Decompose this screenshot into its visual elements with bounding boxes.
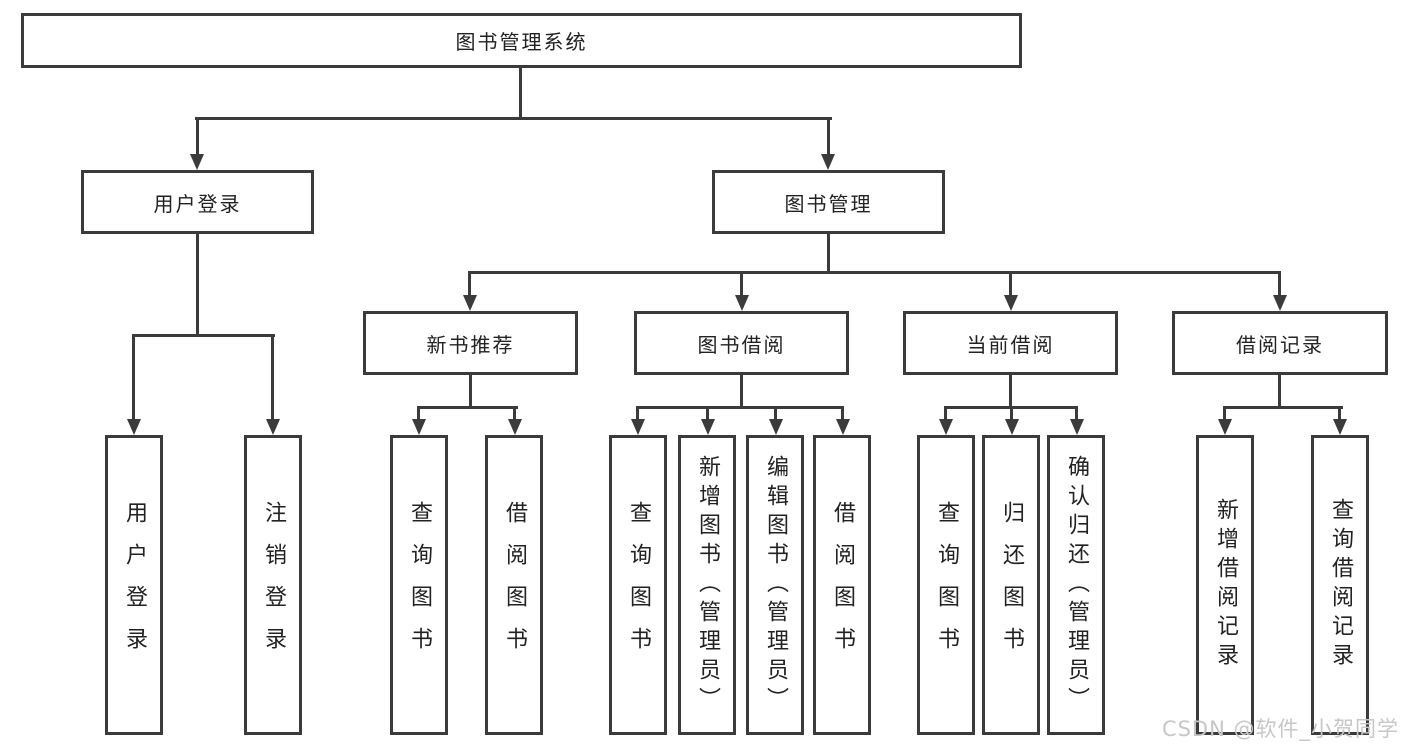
connector-line [1223, 406, 1343, 409]
connector-line [132, 334, 135, 420]
arrowhead-icon [701, 419, 715, 435]
connector-line [195, 117, 832, 120]
arrowhead-icon [1218, 419, 1232, 435]
leaf-add-book-admin: 新增图书（管理员） [678, 435, 736, 735]
arrowhead-icon [821, 154, 835, 170]
connector-line [827, 117, 830, 155]
node-user-login-label: 用户登录 [153, 191, 242, 216]
arrowhead-icon [1070, 419, 1084, 435]
arrowhead-icon [266, 419, 280, 435]
arrowhead-icon [1005, 419, 1019, 435]
arrowhead-icon [127, 419, 141, 435]
node-new-book-recommend-label: 新书推荐 [426, 332, 515, 357]
connector-line [740, 375, 743, 409]
connector-line [827, 234, 830, 274]
node-new-book-recommend: 新书推荐 [363, 311, 578, 375]
leaf-confirm-return-admin: 确认归还（管理员） [1047, 435, 1105, 735]
leaf-edit-book-admin: 编辑图书（管理员） [746, 435, 804, 735]
leaf-query-books-current: 查询图书 [917, 435, 975, 735]
node-borrow-records-label: 借阅记录 [1236, 332, 1324, 357]
node-book-borrow: 图书借阅 [634, 311, 849, 375]
node-current-borrow-label: 当前借阅 [966, 332, 1055, 357]
connector-line [468, 271, 471, 296]
connector-line [519, 68, 522, 118]
connector-line [774, 406, 777, 420]
leaf-logout: 注销登录 [244, 435, 302, 735]
node-root-label: 图书管理系统 [455, 30, 588, 54]
connector-line [469, 375, 472, 409]
connector-line [1223, 406, 1226, 420]
arrowhead-icon [412, 419, 426, 435]
leaf-edit-book-admin-label: 编辑图书（管理员） [763, 454, 788, 716]
arrowhead-icon [631, 419, 645, 435]
connector-line [1338, 406, 1341, 420]
node-current-borrow: 当前借阅 [903, 311, 1118, 375]
connector-line [196, 117, 199, 155]
leaf-logout-label: 注销登录 [261, 501, 286, 669]
leaf-borrow-books-label: 借阅图书 [830, 501, 855, 669]
leaf-add-borrow-record: 新增借阅记录 [1196, 435, 1254, 735]
leaf-query-books-recommend: 查询图书 [390, 435, 448, 735]
leaf-query-books-borrow: 查询图书 [609, 435, 667, 735]
connector-line [636, 406, 844, 409]
arrowhead-icon [1333, 419, 1347, 435]
connector-line [1278, 375, 1281, 409]
node-book-management: 图书管理 [712, 170, 945, 234]
connector-line [1010, 406, 1013, 420]
leaf-borrow-books-recommend-label: 借阅图书 [502, 501, 527, 669]
leaf-user-login-label: 用户登录 [122, 501, 147, 669]
connector-line [1075, 406, 1078, 420]
arrowhead-icon [1004, 295, 1018, 311]
arrowhead-icon [463, 295, 477, 311]
connector-line [196, 234, 199, 336]
connector-line [1009, 271, 1012, 296]
leaf-query-books-current-label: 查询图书 [934, 501, 959, 669]
leaf-borrow-books-recommend: 借阅图书 [485, 435, 543, 735]
watermark: CSDN @软件_小贺同学 [1161, 717, 1399, 741]
leaf-confirm-return-admin-label: 确认归还（管理员） [1064, 454, 1089, 716]
connector-line [636, 406, 639, 420]
connector-line [513, 406, 516, 420]
leaf-add-book-admin-label: 新增图书（管理员） [695, 454, 720, 716]
connector-line [1009, 375, 1012, 409]
connector-line [417, 406, 420, 420]
node-root: 图书管理系统 [21, 13, 1022, 68]
connector-line [740, 271, 743, 296]
leaf-borrow-books: 借阅图书 [813, 435, 871, 735]
connector-line [468, 271, 1281, 274]
arrowhead-icon [769, 419, 783, 435]
arrowhead-icon [735, 295, 749, 311]
node-borrow-records: 借阅记录 [1172, 311, 1388, 375]
leaf-query-borrow-record-label: 查询借阅记录 [1328, 498, 1353, 672]
node-user-login: 用户登录 [81, 170, 314, 234]
connector-line [841, 406, 844, 420]
connector-line [132, 334, 275, 337]
connector-line [706, 406, 709, 420]
connector-line [1278, 271, 1281, 296]
leaf-query-books-recommend-label: 查询图书 [407, 501, 432, 669]
node-book-management-label: 图书管理 [784, 191, 873, 216]
leaf-return-books: 归还图书 [982, 435, 1040, 735]
arrowhead-icon [836, 419, 850, 435]
arrowhead-icon [1273, 295, 1287, 311]
leaf-add-borrow-record-label: 新增借阅记录 [1213, 498, 1238, 672]
leaf-user-login: 用户登录 [105, 435, 163, 735]
arrowhead-icon [190, 154, 204, 170]
arrowhead-icon [939, 419, 953, 435]
connector-line [944, 406, 947, 420]
leaf-return-books-label: 归还图书 [999, 501, 1024, 669]
connector-line [271, 334, 274, 420]
node-book-borrow-label: 图书借阅 [697, 332, 786, 357]
connector-line [417, 406, 518, 409]
arrowhead-icon [508, 419, 522, 435]
leaf-query-books-borrow-label: 查询图书 [626, 501, 651, 669]
leaf-query-borrow-record: 查询借阅记录 [1311, 435, 1369, 735]
